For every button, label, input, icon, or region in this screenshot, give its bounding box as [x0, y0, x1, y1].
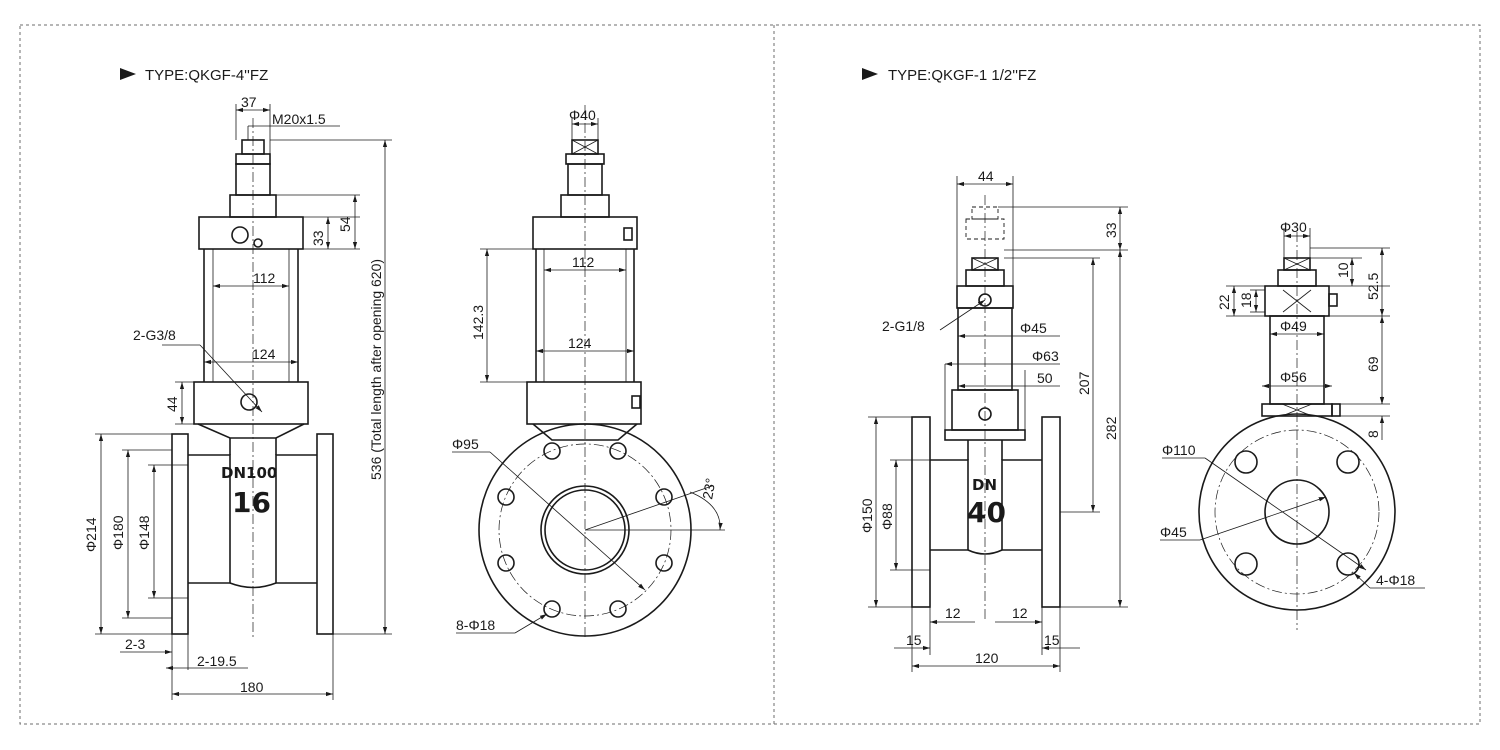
dim-phi88: Φ88 [879, 503, 895, 530]
bonnet [197, 423, 305, 439]
dim-50: 50 [1037, 370, 1053, 386]
right-body-size-label: DN [972, 476, 997, 494]
right-flange-bore [1264, 479, 1330, 545]
open-position-nut [971, 206, 999, 220]
side-view-left: Φ40 142.3 112 124 Φ95 23° 8-Φ18 [452, 105, 725, 640]
dim-phi45-front: Φ45 [1020, 320, 1047, 336]
dim-18: 18 [1238, 292, 1254, 308]
dim-536: 536 (Total length after opening 620) [368, 259, 384, 480]
dim-54: 54 [337, 216, 353, 232]
dim-124: 124 [252, 346, 276, 362]
dim-phi56: Φ56 [1280, 369, 1307, 385]
dim-180v: Φ180 [110, 515, 126, 550]
side-dim-124: 124 [568, 335, 592, 351]
type-label-2: TYPE:QKGF-1 1/2''FZ [888, 67, 1036, 84]
dim-2-19-5: 2-19.5 [197, 653, 237, 669]
right-flange-left [911, 416, 931, 608]
type-label: TYPE:QKGF-4''FZ [145, 67, 268, 84]
dim-112: 112 [253, 270, 276, 286]
dim-44: 44 [164, 396, 180, 412]
right-flange-right [1041, 416, 1061, 608]
dim-phi45-side: Φ45 [1160, 524, 1187, 540]
right-dim-282: 282 [1103, 416, 1119, 440]
dim-2-3: 2-3 [125, 636, 145, 652]
sheet-border [19, 24, 1481, 725]
side-dim-112: 112 [572, 254, 595, 270]
dim-142-3: 142.3 [470, 305, 486, 340]
dim-22: 22 [1216, 294, 1232, 310]
dim-12-left: 12 [945, 605, 961, 621]
right-dim-207: 207 [1076, 371, 1092, 395]
body-pressure-label: 16 [232, 486, 271, 519]
dim-8: 8 [1365, 430, 1381, 438]
dim-120: 120 [975, 650, 999, 666]
right-dim-33: 33 [1103, 222, 1119, 238]
dim-phi40: Φ40 [569, 107, 596, 123]
right-dim-44: 44 [978, 168, 994, 184]
dim-phi49: Φ49 [1280, 318, 1307, 334]
flange-left [171, 433, 189, 635]
type-marker-icon-2 [862, 68, 878, 80]
lower-port [240, 393, 258, 411]
body-size-label: DN100 [221, 464, 277, 482]
side-cylinder-cap [532, 216, 638, 250]
dim-8-phi18: 8-Φ18 [456, 617, 495, 633]
dim-m20: M20x1.5 [272, 111, 326, 127]
side-view-right: Φ30 10 52.5 22 18 Φ49 69 Φ56 [1160, 219, 1425, 630]
dim-g38: 2-G3/8 [133, 327, 176, 343]
dim-g1-8: 2-G1/8 [882, 318, 925, 334]
dim-180h: 180 [240, 679, 264, 695]
dim-phi95: Φ95 [452, 436, 479, 452]
dim-37: 37 [241, 94, 257, 110]
panel-right: TYPE:QKGF-1 1/2''FZ DN 40 [859, 67, 1425, 672]
dim-33: 33 [310, 230, 326, 246]
dim-15-left: 15 [906, 632, 922, 648]
dim-23-deg: 23° [699, 477, 718, 501]
actuator-block [193, 381, 309, 425]
right-body-pressure-label: 40 [967, 496, 1006, 529]
bolt-holes [497, 442, 673, 618]
right-bolt-holes [1234, 450, 1360, 576]
right-flange-circle [1198, 413, 1396, 611]
flange-right [316, 433, 334, 635]
port-small [253, 238, 263, 248]
front-view-left: DN100 16 37 M20x1.5 33 54 112 124 2-G3/ [83, 94, 392, 700]
dim-52-5: 52.5 [1365, 273, 1381, 300]
front-view-right: DN 40 44 33 207 282 2-G1/8 Φ45 Φ63 [859, 168, 1128, 672]
dim-phi150: Φ150 [859, 498, 875, 533]
dim-15-right: 15 [1044, 632, 1060, 648]
port-circle [231, 226, 249, 244]
dim-4-phi18: 4-Φ18 [1376, 572, 1415, 588]
dim-phi110: Φ110 [1162, 442, 1196, 458]
panel-left: TYPE:QKGF-4''FZ [83, 67, 725, 700]
dim-69: 69 [1365, 356, 1381, 372]
dim-10: 10 [1335, 262, 1351, 278]
dim-phi30: Φ30 [1280, 219, 1307, 235]
dim-148: Φ148 [136, 515, 152, 550]
dim-214: Φ214 [83, 517, 99, 552]
cylinder-cap [198, 216, 304, 250]
dim-12-right: 12 [1012, 605, 1028, 621]
type-marker-icon [120, 68, 136, 80]
dim-phi63: Φ63 [1032, 348, 1059, 364]
